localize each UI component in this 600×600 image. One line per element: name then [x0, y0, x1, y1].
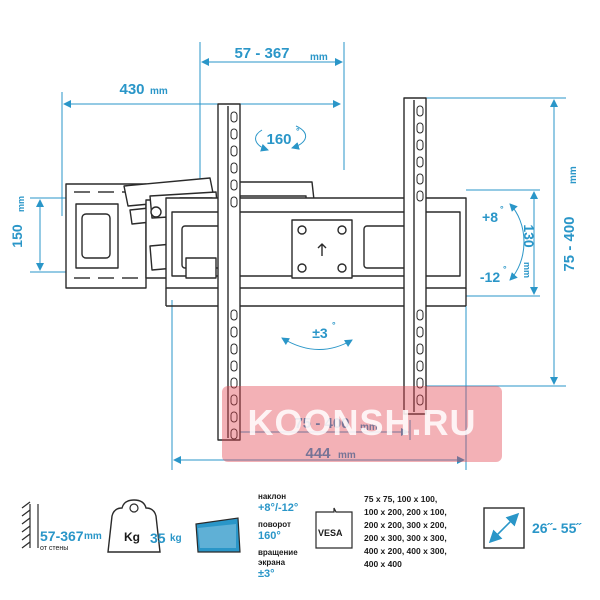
spec-rotation-title-2: экрана — [258, 558, 286, 567]
dim-tilt-up-degree: ° — [500, 204, 504, 214]
dim-right-height-unit: mm — [568, 166, 579, 184]
dim-tilt-down: -12 — [480, 269, 500, 285]
bar-slot — [416, 309, 424, 321]
spec-weight-unit: kg — [170, 533, 182, 544]
bar-slot — [230, 128, 238, 140]
spec-rotation-value: ±3° — [258, 568, 275, 580]
watermark: KOONSH.RU — [222, 386, 502, 462]
bar-slot — [230, 394, 238, 406]
vesa-list-item: 400 x 400 — [364, 559, 402, 569]
vesa-list-item: 200 x 300, 300 x 300, — [364, 533, 447, 543]
dim-tilt-down-degree: ° — [503, 264, 507, 274]
bar-slot — [230, 343, 238, 355]
dim-top-width: 57 - 367 — [234, 45, 289, 62]
dim-swivel-degree: ° — [296, 126, 300, 136]
spec-tilt-value: +8°/-12° — [258, 502, 299, 514]
bar-slot — [416, 190, 424, 202]
dim-top-width-unit: mm — [310, 52, 328, 63]
bar-slot — [416, 173, 424, 185]
bar-slot — [416, 360, 424, 372]
spec-weight-icon-label: Kg — [124, 530, 140, 544]
spec-rotation-title-1: вращение — [258, 548, 298, 557]
bar-slot — [230, 377, 238, 389]
dim-vesa-bottom-unit: mm — [360, 422, 378, 433]
dimension-lines — [30, 42, 566, 470]
spec-swivel-title: поворот — [258, 520, 291, 529]
spec-screen-size: 26˝- 55˝ — [532, 520, 582, 536]
dim-left-height-unit: mm — [16, 196, 26, 212]
spec-swivel-value: 160° — [258, 530, 281, 542]
vesa-list-item: 100 x 200, 200 x 100, — [364, 507, 447, 517]
watermark-text: KOONSH.RU — [247, 402, 477, 443]
dim-swivel: 160 — [266, 131, 291, 148]
bar-slot — [230, 196, 238, 208]
bar-slot — [416, 343, 424, 355]
bar-slot — [230, 309, 238, 321]
weight-icon — [107, 499, 161, 553]
dim-vesa-bottom: 75 - 400 — [294, 415, 349, 432]
bar-slot — [416, 394, 424, 406]
bar-slot — [230, 428, 238, 440]
bar-slot — [416, 326, 424, 338]
bar-slot — [230, 162, 238, 174]
bar-slot — [416, 377, 424, 389]
dim-right-height: 75 - 400 — [561, 216, 578, 271]
bar-slot — [230, 411, 238, 423]
vesa-list-item: 400 x 200, 400 x 300, — [364, 546, 447, 556]
spec-wall-distance-note: от стены — [40, 545, 69, 552]
spec-wall-distance: 57-367 — [40, 528, 84, 544]
spec-tilt-title: наклон — [258, 492, 287, 501]
bar-slot — [416, 139, 424, 151]
bar-slot — [416, 122, 424, 134]
spec-wall-distance-unit: mm — [84, 531, 102, 542]
dim-left-height: 150 — [9, 224, 25, 248]
wall-plate — [65, 183, 147, 289]
vesa-icon — [315, 507, 353, 549]
wall-icon — [21, 501, 39, 549]
spec-weight: 35 — [150, 530, 166, 546]
dim-rotate: ±3 — [312, 325, 328, 341]
spec-vesa-icon-label: VESA — [318, 528, 343, 538]
dim-arm-width-unit: mm — [150, 86, 168, 97]
vesa-list-item: 75 x 75, 100 x 100, — [364, 494, 438, 504]
dim-arm-width: 430 — [119, 81, 144, 98]
bar-slot — [230, 179, 238, 191]
dim-inner-height: 130 — [521, 224, 537, 248]
bar-slot — [416, 105, 424, 117]
bar-slots — [230, 105, 424, 440]
bar-slot — [416, 156, 424, 168]
dim-bottom-width: 444 — [305, 445, 331, 462]
bar-slot — [230, 360, 238, 372]
bar-slot — [230, 111, 238, 123]
dim-tilt-up: +8 — [482, 209, 498, 225]
dim-bottom-width-unit: mm — [338, 450, 356, 461]
spec-vesa-list: 75 x 75, 100 x 100, 100 x 200, 200 x 100… — [364, 493, 447, 571]
screen-size-icon — [483, 507, 525, 549]
tilt-icon — [195, 517, 241, 553]
dim-inner-height-unit: mm — [522, 262, 532, 278]
bar-slot — [230, 326, 238, 338]
bar-slot — [230, 145, 238, 157]
vesa-list-item: 200 x 200, 300 x 200, — [364, 520, 447, 530]
dim-rotate-degree: ° — [332, 320, 336, 330]
